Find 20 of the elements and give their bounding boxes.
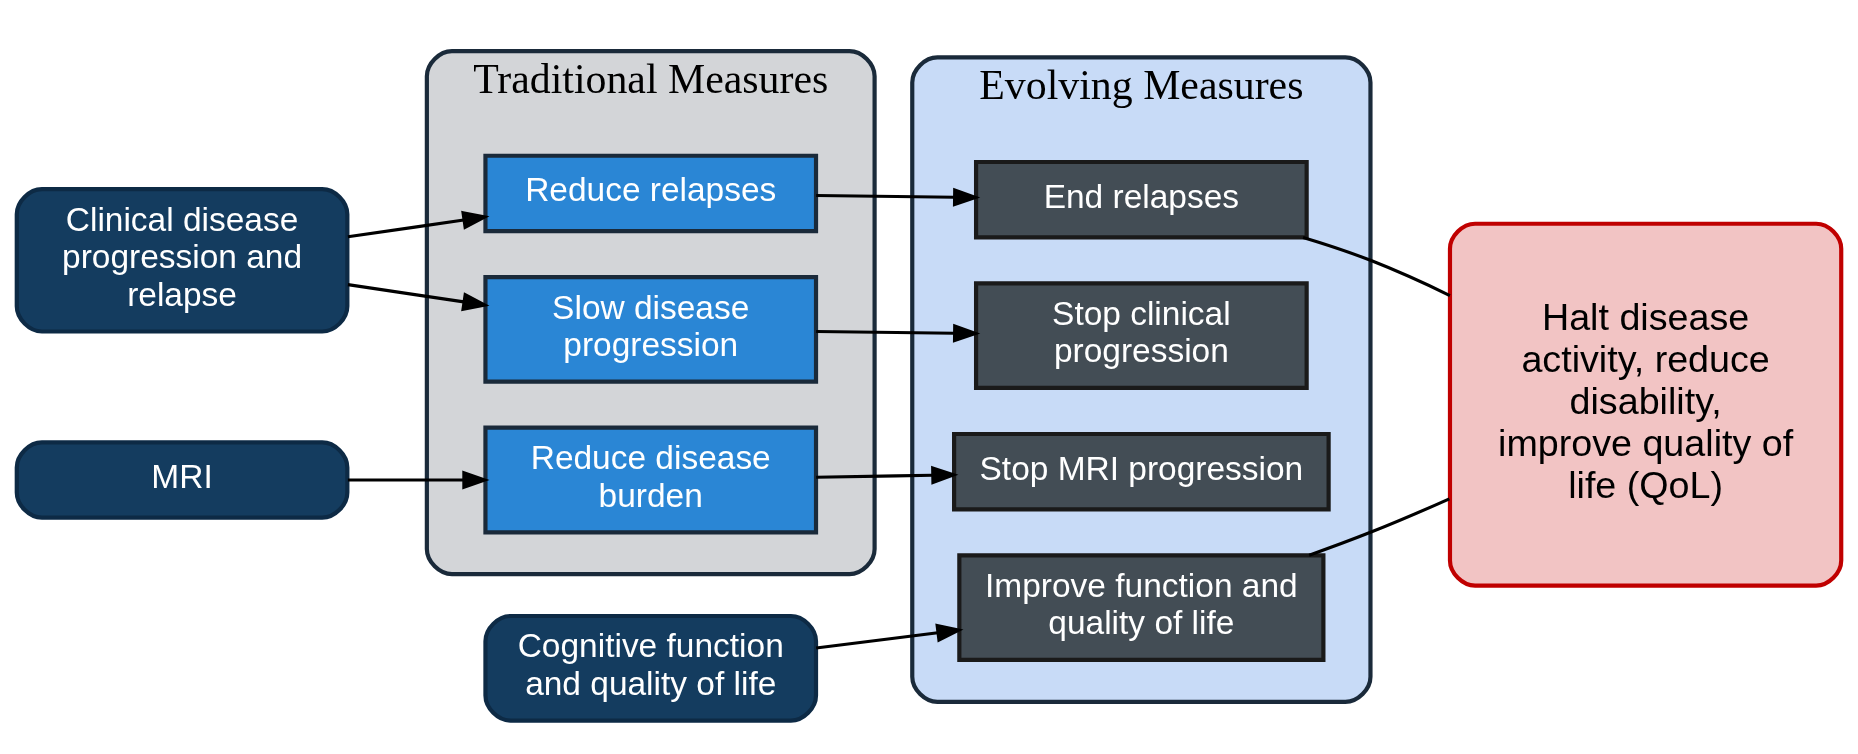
arrow — [347, 210, 490, 238]
connector — [1308, 496, 1450, 557]
node-box: Reduce disease burden — [483, 425, 819, 534]
node-box: MRI — [14, 439, 350, 520]
node-box: Cognitive function and quality of life — [483, 613, 819, 723]
arrow — [347, 470, 490, 490]
connector — [1302, 235, 1451, 297]
node-box: Stop MRI progression — [952, 431, 1331, 511]
node-box: Improve function and quality of life — [957, 552, 1326, 662]
node-box: Stop clinical progression — [974, 280, 1309, 390]
node-box: Clinical disease progression and relapse — [14, 186, 350, 334]
arrow — [815, 622, 964, 649]
arrow — [347, 282, 490, 311]
node-box: End relapses — [974, 159, 1309, 239]
node-box: Halt disease activity, reduce disability, improve quality of life (QoL) — [1447, 221, 1844, 588]
node-box: Reduce relapses — [483, 153, 819, 233]
node-box: Slow disease progression — [483, 274, 819, 384]
arrow — [816, 465, 959, 485]
arrow — [816, 323, 981, 343]
arrow — [816, 187, 981, 207]
